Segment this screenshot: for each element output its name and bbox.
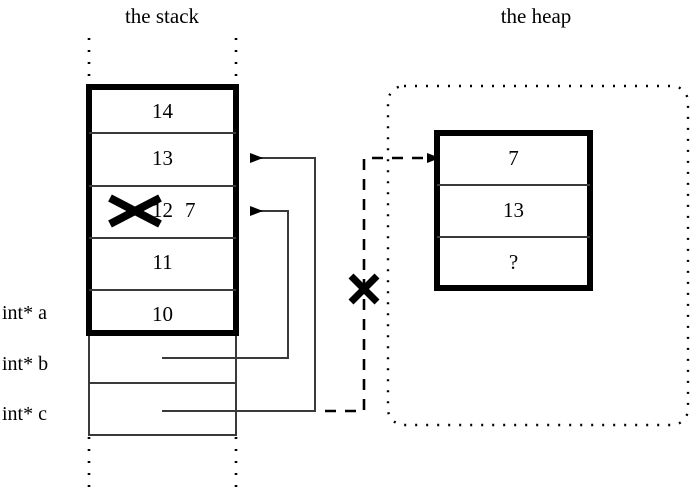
pointer-c-dangling-line [325,153,440,413]
heap-region-title: the heap [500,4,572,28]
stack-frame [86,84,239,336]
stack-region-title: the stack [124,4,200,28]
heap-block-frame [434,130,593,291]
stack-cell-value: 13 [152,146,173,170]
stack-cell-value: 10 [152,302,173,326]
heap-cell-value: 7 [508,146,519,170]
variable-label-a: int* a [2,302,47,324]
variable-label-c: int* c [2,403,47,425]
stack-cell-value: 14 [152,99,173,123]
stack-lower-frame [88,333,237,436]
stack-cell-value-struck: 12 [152,198,173,222]
pointer-a-line [162,153,316,412]
stack-cell-value: 11 [152,250,173,274]
variable-label-b: int* b [2,353,49,375]
heap-region-boundary [386,84,690,427]
stack-extent-guides [87,38,238,489]
struck-value-x-mark [108,194,162,228]
heap-cell-value: 13 [503,198,524,222]
stack-cell-value-replacement: 7 [185,198,196,222]
pointer-b-line [162,206,289,359]
broken-pointer-x-mark [348,273,380,305]
heap-cell-value: ? [508,250,519,274]
